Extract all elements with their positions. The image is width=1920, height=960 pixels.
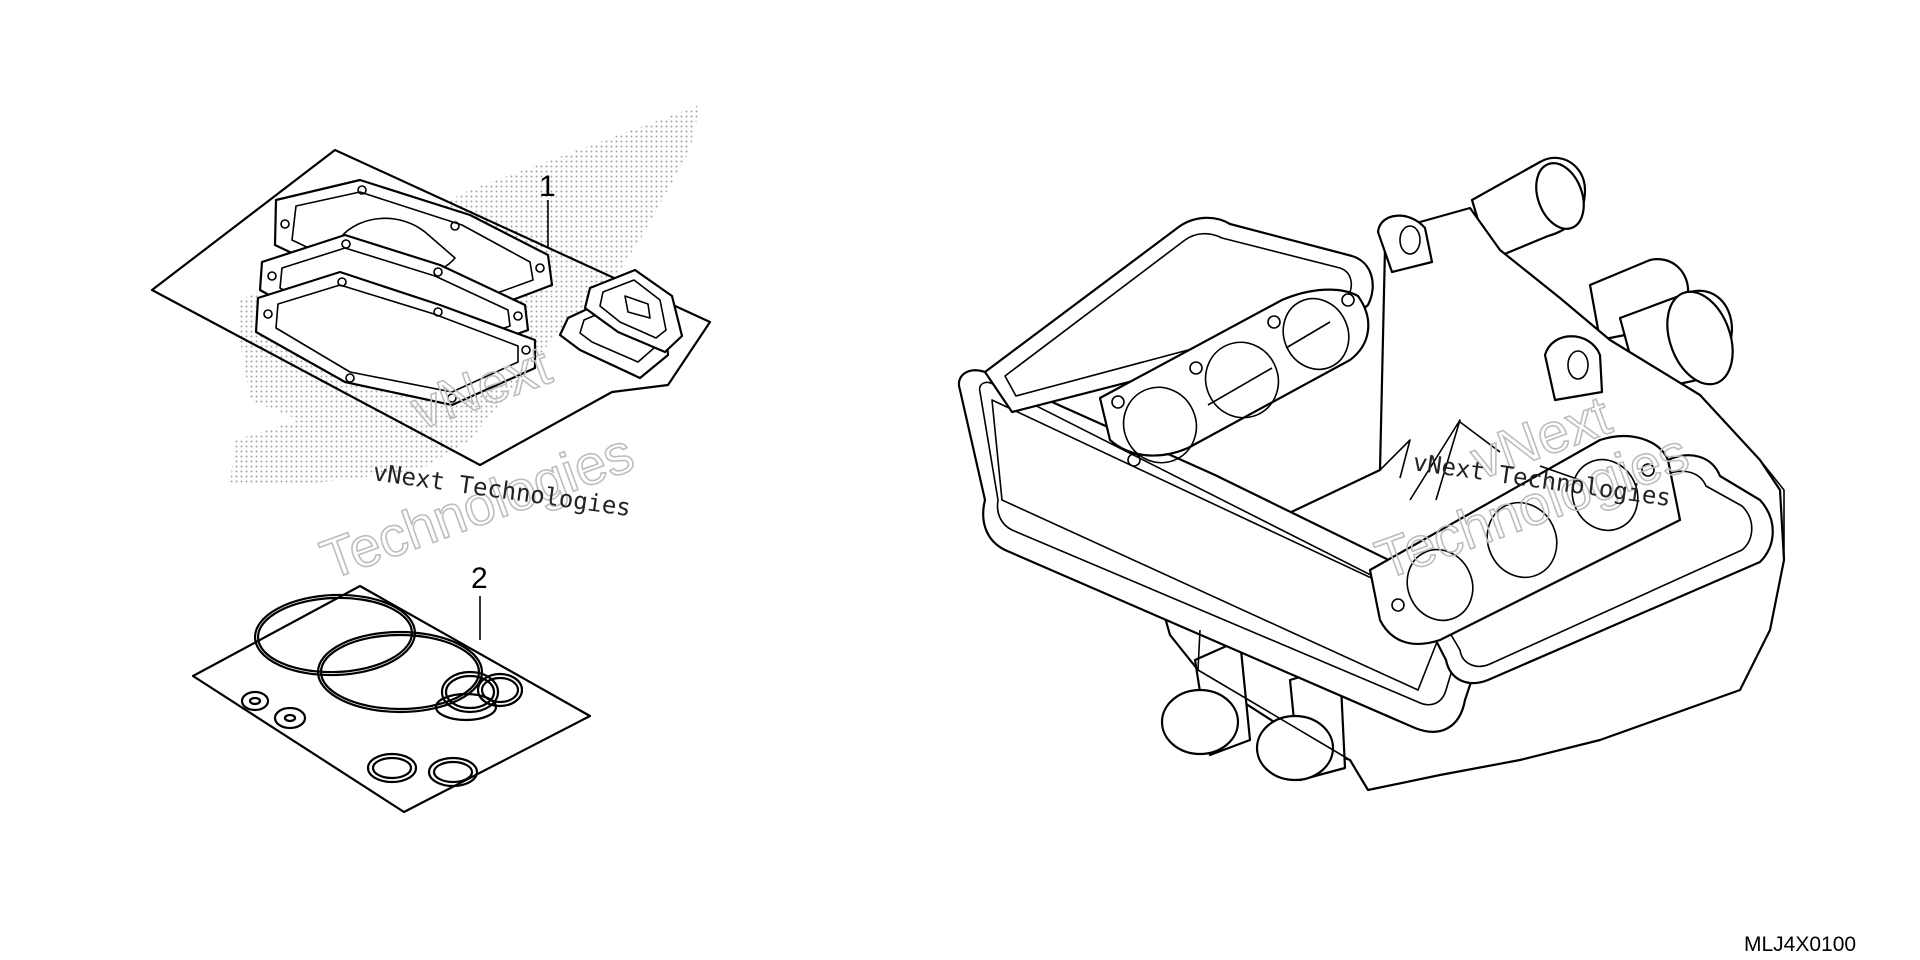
mount-hole <box>1399 225 1421 255</box>
gasket-kit-b[interactable]: 2 <box>191 562 592 814</box>
cylinder-head-gasket <box>1098 288 1370 467</box>
figure-code: MLJ4X0100 <box>1744 933 1856 956</box>
lower-cylinders <box>1160 638 1347 782</box>
medium-o-ring-2 <box>476 672 524 708</box>
gasket-bag-b <box>191 584 592 814</box>
small-o-ring-inner <box>371 756 413 780</box>
callout-number-2: 2 <box>471 562 488 595</box>
large-o-ring-2 <box>316 630 484 714</box>
frame-rail-left-edge <box>991 399 1449 691</box>
frame-rail-right-inner <box>1427 470 1753 668</box>
small-o-ring-2 <box>427 756 479 788</box>
mount-hole-2 <box>1567 350 1589 380</box>
case-right-edge <box>1739 459 1785 691</box>
small-seal-core <box>248 696 262 706</box>
medium-o-ring-inner <box>444 674 496 710</box>
medium-o-ring <box>440 670 500 714</box>
small-seal-2-core <box>283 713 297 723</box>
case-bottom-edge <box>1197 629 1369 791</box>
base-gasket <box>254 270 537 407</box>
stud-4 <box>1539 465 1581 481</box>
small-o-ring-2-inner <box>432 760 474 784</box>
medium-o-ring-2-inner <box>480 676 520 704</box>
medium-o-ring-3 <box>434 692 498 722</box>
mount-ear <box>1376 214 1434 274</box>
frame-rail-right <box>1408 454 1774 685</box>
stud-2 <box>1409 419 1461 501</box>
engine-assembly[interactable] <box>957 156 1786 792</box>
stud-1 <box>1379 439 1411 479</box>
small-o-ring <box>366 752 418 784</box>
small-seal <box>240 690 270 712</box>
small-seal-2 <box>273 706 307 730</box>
stud-3 <box>1459 421 1501 453</box>
mount-ear-2 <box>1543 335 1604 402</box>
gasket-kit-a[interactable]: 1 <box>150 105 712 485</box>
frame-rail-back <box>983 216 1374 414</box>
callout-number-1: 1 <box>539 170 556 203</box>
frame-rail-left-inner <box>978 381 1462 706</box>
small-gasket-pair <box>558 268 684 380</box>
lower-cylinder-plate <box>1368 435 1682 645</box>
gasket-bag-a <box>150 148 712 467</box>
